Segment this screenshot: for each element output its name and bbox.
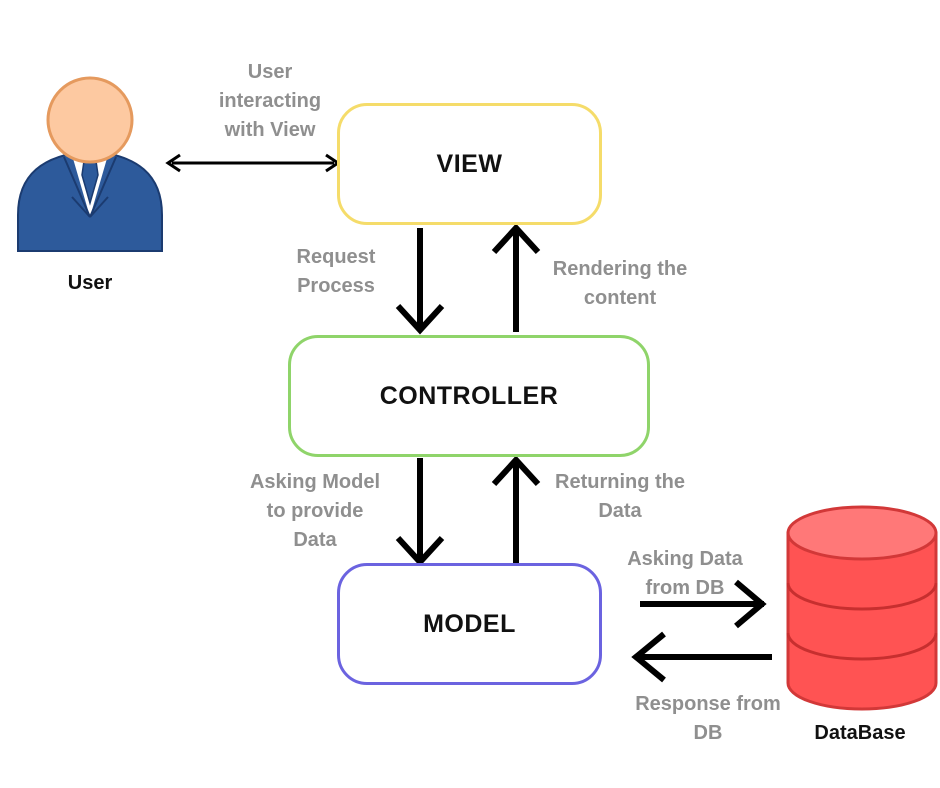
arrowhead-response-db: [631, 631, 666, 683]
user-caption: User: [67, 272, 113, 294]
arrowhead-request-process: [395, 303, 445, 335]
database-icon: [786, 505, 938, 711]
db-band-2: [786, 632, 938, 661]
arrowhead-rendering: [491, 223, 541, 255]
label-asking-model: Asking Model to provide Data: [249, 471, 380, 551]
label-response-db: Response from DB: [635, 693, 781, 744]
arrowhead-returning-data: [491, 455, 541, 487]
label-asking-db: Asking Data from DB: [627, 548, 743, 599]
arrowhead-asking-db: [734, 579, 767, 629]
model-box: MODEL: [337, 563, 602, 685]
label-returning-data: Returning the Data: [555, 471, 685, 522]
label-user-view: User interacting with View: [218, 61, 322, 141]
label-rendering: Rendering the content: [552, 258, 688, 309]
db-band-1: [786, 582, 938, 611]
db-body: [786, 531, 938, 711]
controller-box: CONTROLLER: [288, 335, 650, 457]
user-head: [46, 76, 134, 164]
label-request-process: Request Process: [296, 246, 376, 297]
user-icon: [17, 76, 163, 252]
db-top: [786, 505, 938, 561]
view-box: VIEW: [337, 103, 602, 225]
arrowhead-asking-model: [395, 535, 445, 567]
arrowhead-user-view-left: [165, 153, 181, 173]
database-caption: DataBase: [814, 722, 906, 744]
user-lapel-right: [89, 156, 117, 218]
